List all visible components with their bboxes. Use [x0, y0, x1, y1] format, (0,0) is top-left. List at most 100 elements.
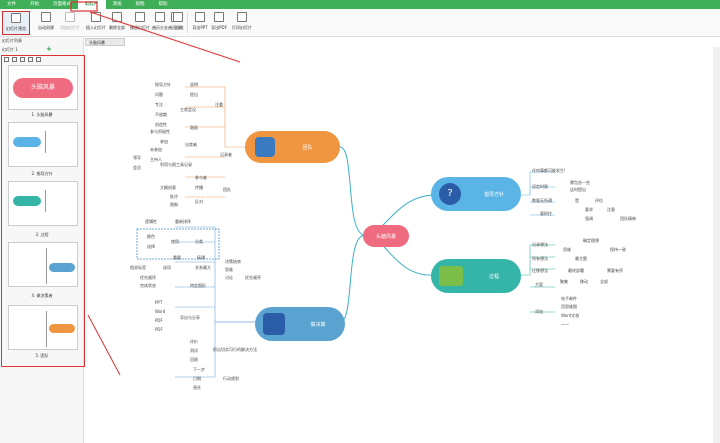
decision-label[interactable]: 重要 — [173, 255, 181, 260]
team-label[interactable]: 说明 — [190, 82, 198, 87]
process-label[interactable]: 记录想法 — [532, 242, 548, 247]
guide-label[interactable]: 要求 — [585, 207, 593, 212]
menu-page-format[interactable]: 页面格式 — [53, 2, 71, 7]
guide-label[interactable]: 是 — [575, 198, 579, 203]
menu-slides[interactable]: 幻灯片 — [78, 0, 106, 9]
decision-label[interactable]: 完成状态 — [140, 283, 156, 288]
team-label[interactable]: 问题 — [155, 92, 163, 97]
team-label[interactable]: 团队 — [223, 187, 231, 192]
decision-label[interactable]: 行动规划 — [223, 376, 239, 381]
decision-label[interactable]: 回顾 — [190, 357, 198, 362]
team-label[interactable]: 记录者 — [220, 152, 232, 157]
team-label[interactable]: 创造性 — [155, 122, 167, 127]
team-label[interactable]: 主席会议 — [180, 107, 196, 112]
process-label[interactable]: 方案 — [535, 282, 543, 287]
center-node[interactable]: 头脑风暴 — [363, 225, 409, 247]
team-label[interactable]: 反对 — [195, 199, 203, 204]
team-label[interactable]: 专注 — [155, 102, 163, 107]
team-label[interactable]: 参加 — [160, 139, 168, 144]
list-icon[interactable] — [12, 57, 17, 62]
process-label[interactable]: 移动 — [580, 279, 588, 284]
process-label[interactable]: 确定理想 — [583, 238, 599, 243]
copy-icon[interactable] — [4, 57, 9, 62]
move-icon[interactable] — [28, 57, 33, 62]
export-ppt-button[interactable]: 导出PPT — [190, 11, 210, 35]
guide-label[interactable]: 注意 — [607, 207, 615, 212]
fullscreen-button[interactable]: 全屏 — [171, 11, 185, 35]
doc-tab[interactable]: 头脑风暴 — [85, 38, 125, 46]
decision-label[interactable]: 日期 — [193, 376, 201, 381]
menu-view[interactable]: 视图 — [135, 2, 145, 7]
menu-file[interactable]: 文件 — [7, 2, 16, 7]
branch-team[interactable]: 团队 — [245, 131, 340, 163]
team-label[interactable]: 利用与图工具记录 — [160, 162, 192, 167]
decision-label[interactable]: 评价 — [190, 339, 198, 344]
team-label[interactable]: 传播 — [195, 185, 203, 190]
menu-help[interactable]: 帮助 — [158, 2, 168, 7]
decision-label[interactable]: 重新排序 — [175, 219, 191, 224]
decision-label[interactable]: 讨论 — [225, 275, 233, 280]
auto-create-button[interactable]: 自动创建 — [34, 11, 58, 35]
slide-thumb-5[interactable] — [8, 305, 78, 350]
process-label[interactable]: 聚集 — [560, 279, 568, 284]
process-label[interactable]: Word文档 — [561, 313, 580, 318]
team-label[interactable]: 参与积极性 — [150, 129, 170, 134]
add-slide-button[interactable]: 添加幻灯片 — [58, 11, 82, 35]
decision-label[interactable]: PDF — [155, 327, 163, 332]
decision-label[interactable]: 特定图形 — [190, 283, 206, 288]
process-label[interactable]: —— — [561, 322, 569, 327]
delete-icon[interactable] — [36, 57, 41, 62]
branch-guide[interactable]: ? 指导方针 — [431, 177, 521, 211]
guide-label[interactable]: 设定时限 — [532, 184, 548, 189]
process-label[interactable]: 全部 — [600, 279, 608, 284]
team-label[interactable]: 会员 — [133, 165, 141, 170]
team-label[interactable]: 领导 — [133, 155, 141, 160]
decision-label[interactable]: 抓出切实可行的解决方法 — [213, 347, 257, 352]
guide-label[interactable]: 评估 — [595, 198, 603, 203]
team-label[interactable]: 参与者 — [195, 175, 207, 180]
delete-all-button[interactable]: 删除全部 — [106, 11, 128, 35]
decision-label[interactable]: PDF — [155, 318, 163, 323]
decision-label[interactable]: 使用 — [171, 239, 179, 244]
process-label[interactable]: 最主题 — [575, 256, 587, 261]
team-label[interactable]: 不放散 — [155, 112, 167, 117]
decision-label[interactable]: 决策结束 — [225, 259, 241, 264]
team-label[interactable]: 注重 — [215, 102, 223, 107]
slide-thumb-1[interactable]: 头脑风暴 — [8, 65, 78, 110]
export-pdf-button[interactable]: 导出PDF — [209, 11, 229, 35]
decision-label[interactable]: 分类 — [195, 239, 203, 244]
process-label[interactable]: 思维 — [563, 247, 571, 252]
decision-label[interactable]: 接通 — [197, 255, 205, 260]
team-label[interactable]: 出席者 — [185, 142, 197, 147]
decision-label[interactable]: 下一步 — [193, 367, 205, 372]
team-label[interactable]: 大概创意 — [160, 185, 176, 190]
process-label[interactable]: 电子邮件 — [561, 296, 577, 301]
decision-label[interactable]: 选项 — [163, 265, 171, 270]
guide-label[interactable]: 团队精神 — [620, 216, 636, 221]
decision-label[interactable]: PPT — [155, 300, 163, 305]
process-label[interactable]: 所有想法 — [532, 256, 548, 261]
edit-icon[interactable] — [20, 57, 25, 62]
branch-decision[interactable]: 做决策 — [255, 307, 345, 341]
decision-label[interactable]: 优先顺序 — [245, 275, 261, 280]
branch-process[interactable]: 过程 — [431, 259, 521, 293]
guide-label[interactable]: 强调 — [585, 216, 593, 221]
decision-label[interactable]: 思维 — [225, 267, 233, 272]
insert-slide-button[interactable]: 插入幻灯片 — [84, 11, 108, 35]
team-label[interactable]: 鼓励 — [190, 125, 198, 130]
process-label[interactable]: 需要有序 — [607, 268, 623, 273]
process-label[interactable]: 最终部署 — [568, 268, 584, 273]
process-label[interactable]: 添加 — [535, 309, 543, 314]
guide-label[interactable]: 需包含一些 — [570, 180, 590, 185]
decision-label[interactable]: 关系最大 — [195, 265, 211, 270]
decision-label[interactable]: 测试 — [190, 348, 198, 353]
slide-thumb-3[interactable] — [8, 181, 78, 226]
team-label[interactable]: 提出 — [190, 92, 198, 97]
team-label[interactable]: 主持人 — [150, 157, 162, 162]
team-label[interactable]: 批评 — [170, 194, 178, 199]
process-label[interactable]: 用思维图 — [561, 304, 577, 309]
vertical-scrollbar[interactable] — [713, 47, 720, 443]
team-label[interactable]: 限制 — [170, 202, 178, 207]
guide-label[interactable]: 数量无所谓 — [532, 198, 552, 203]
decision-label[interactable]: 优先顺序 — [140, 275, 156, 280]
